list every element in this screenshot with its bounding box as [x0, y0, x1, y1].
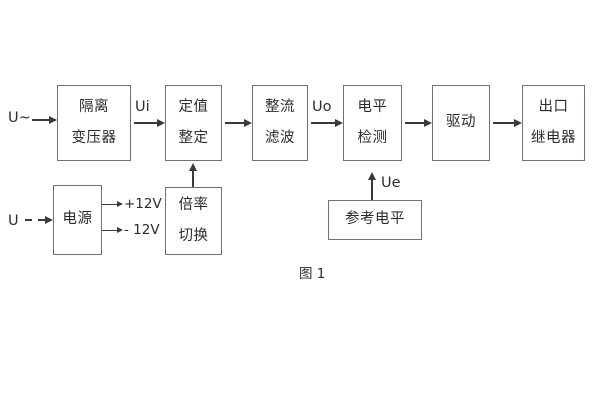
block-multiplier-switch-line2: 切换: [178, 228, 209, 244]
block-level-detection: 电平 检测: [343, 85, 402, 161]
block-power-supply: 电源: [53, 185, 102, 255]
input-label-ac: U~: [8, 110, 31, 126]
block-output-relay: 出口 继电器: [522, 85, 585, 161]
block-setting-value: 定值 整定: [165, 85, 222, 161]
block-multiplier-switch-line1: 倍率: [178, 196, 209, 213]
block-isolation-transformer: 隔离 变压器: [57, 85, 131, 161]
block-isolation-transformer-line1: 隔离: [79, 98, 109, 115]
block-isolation-transformer-line2: 变压器: [71, 130, 117, 146]
block-rectify-filter-line2: 滤波: [265, 130, 295, 146]
input-label-dc: U: [8, 213, 19, 229]
block-drive: 驱动: [432, 85, 490, 161]
rail-label-positive: +12V: [124, 196, 162, 212]
block-rectify-filter-line1: 整流: [265, 98, 295, 115]
signal-label-ue: Ue: [381, 175, 401, 191]
block-setting-value-line1: 定值: [178, 98, 209, 115]
block-reference-level: 参考电平: [328, 200, 422, 240]
block-reference-level-line1: 参考电平: [345, 211, 405, 228]
block-level-detection-line1: 电平: [357, 98, 388, 115]
block-drive-line1: 驱动: [446, 114, 476, 131]
block-rectify-filter: 整流 滤波: [252, 85, 308, 161]
block-setting-value-line2: 整定: [178, 130, 209, 146]
figure-caption: 图 1: [299, 266, 326, 282]
signal-label-ui: Ui: [135, 99, 150, 115]
block-power-supply-line1: 电源: [62, 211, 93, 228]
block-multiplier-switch: 倍率 切换: [165, 187, 222, 255]
block-level-detection-line2: 检测: [357, 130, 388, 146]
signal-label-uo: Uo: [312, 99, 332, 115]
block-output-relay-line1: 出口: [538, 98, 569, 115]
block-output-relay-line2: 继电器: [531, 130, 576, 146]
rail-label-negative: - 12V: [124, 222, 160, 238]
